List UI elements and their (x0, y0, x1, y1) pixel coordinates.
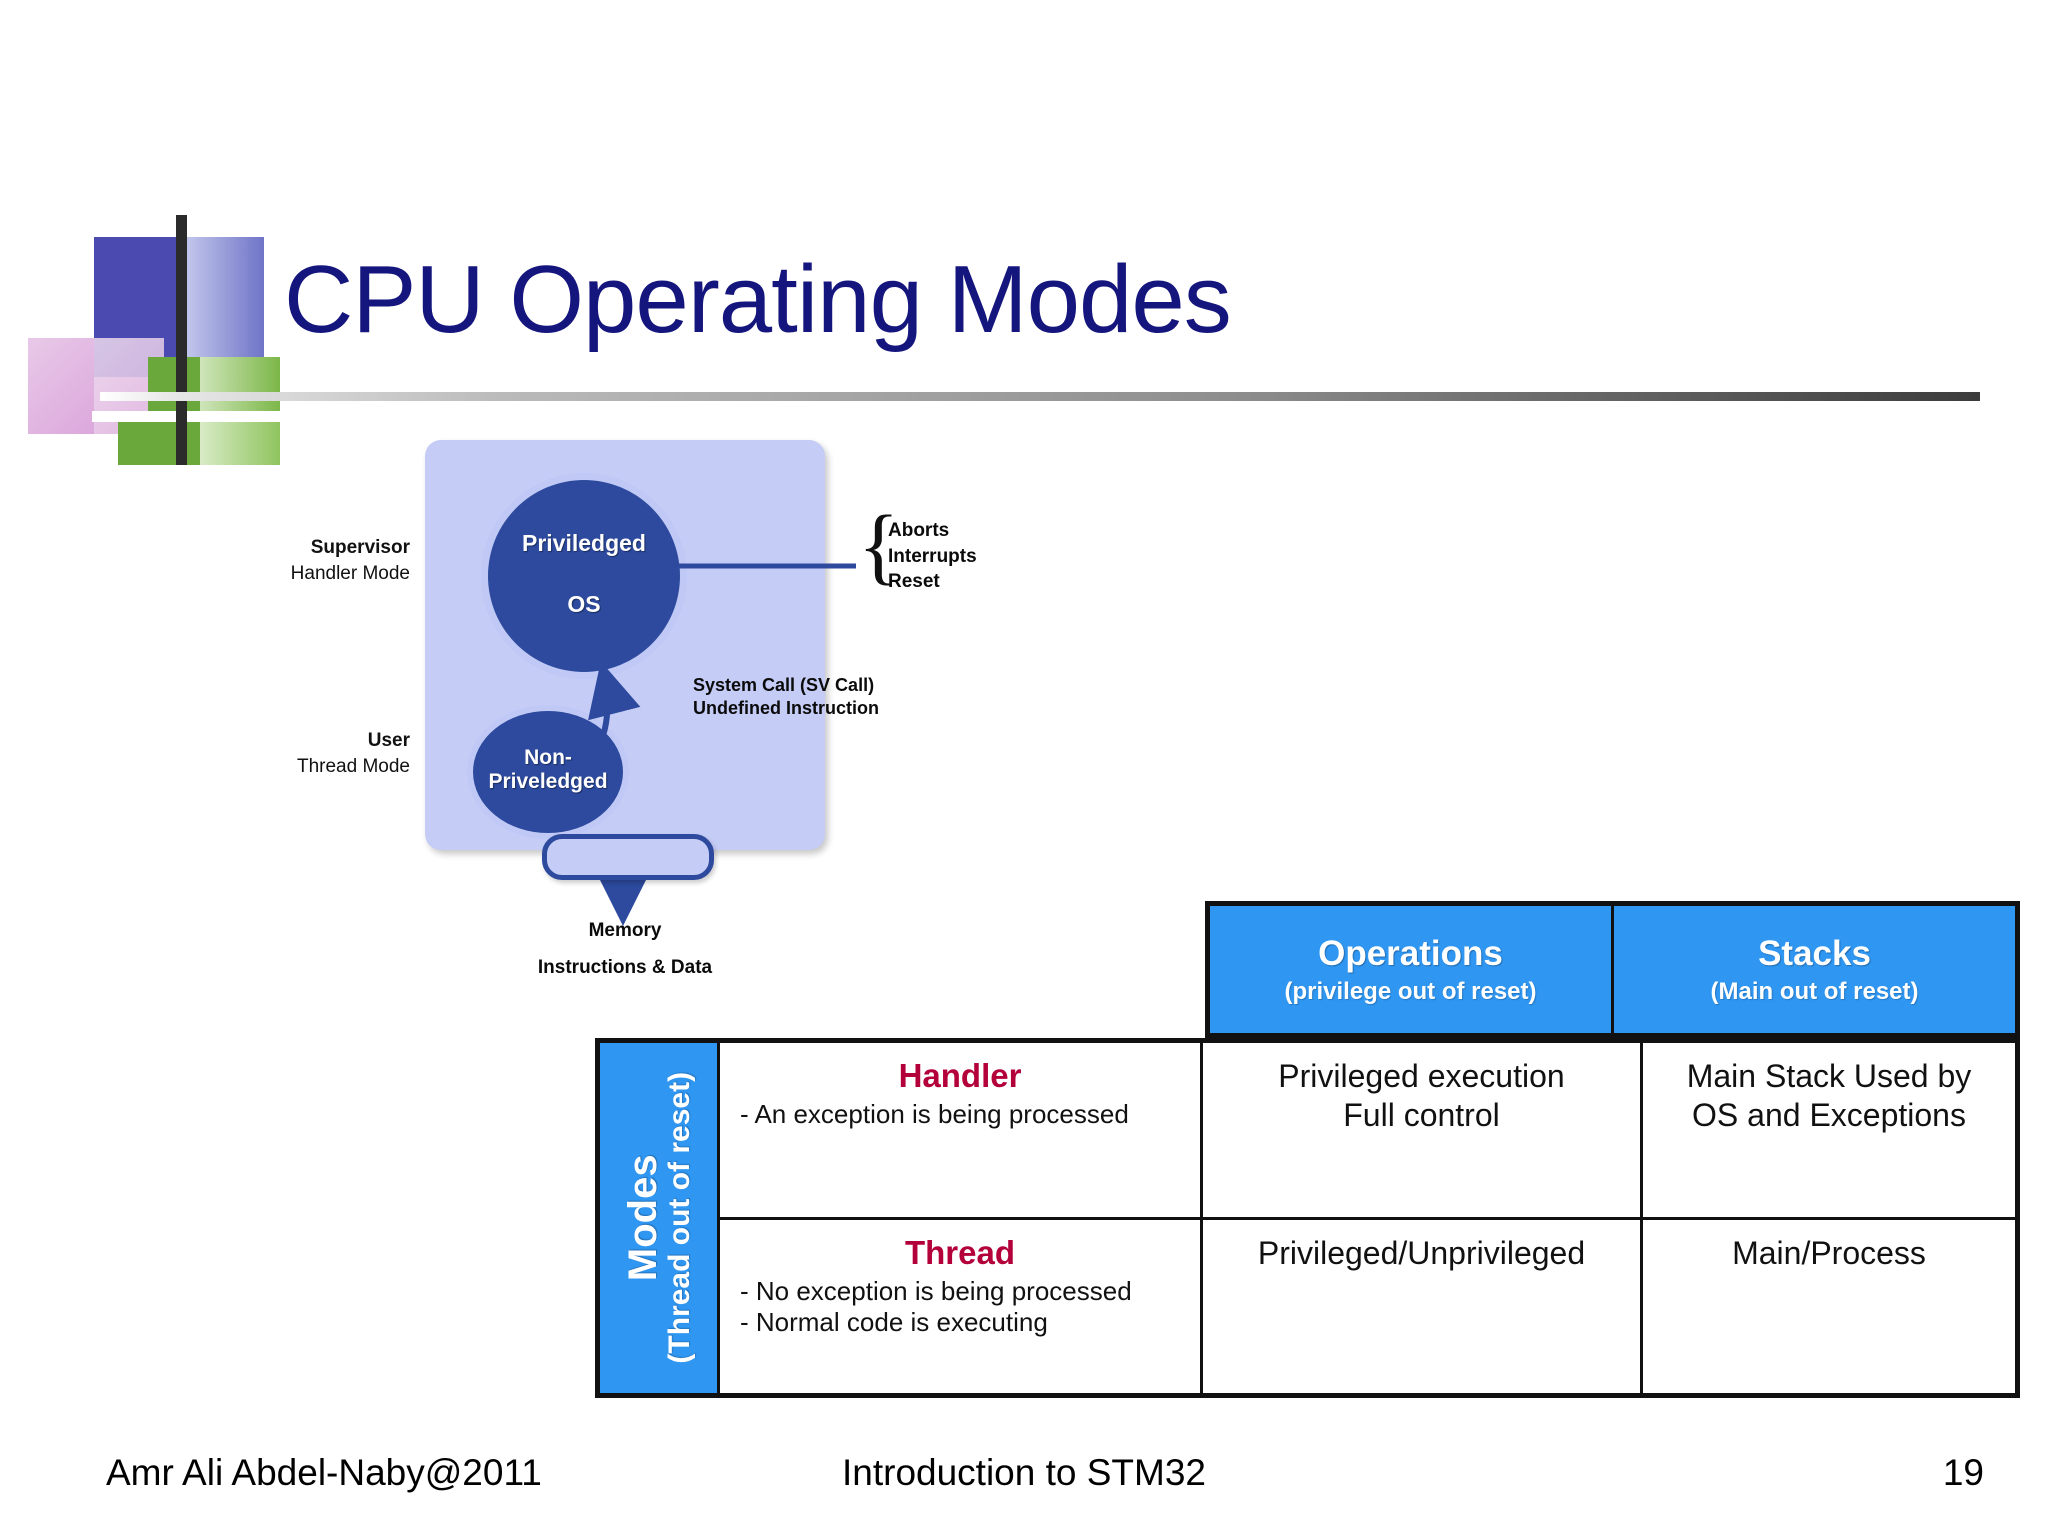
nonprivileged-label-line1: Non- (524, 746, 572, 769)
logo-green-square-lower (118, 421, 200, 465)
system-call-annotation: System Call (SV Call) Undefined Instruct… (693, 674, 879, 721)
mode-name-handler: Handler (898, 1057, 1022, 1094)
exceptions-list: Aborts Interrupts Reset (888, 518, 977, 595)
system-call-line2: Undefined Instruction (693, 698, 879, 719)
cell-mode-thread: Thread - No exception is being processed… (720, 1220, 1200, 1394)
logo-blue-gradient (180, 237, 264, 377)
logo-green-gradient-lower (200, 421, 280, 465)
page-title: CPU Operating Modes (284, 246, 1232, 353)
system-call-line1: System Call (SV Call) (693, 675, 875, 695)
logo-vertical-bar (176, 215, 187, 465)
modes-label-main: Modes (620, 1154, 665, 1282)
header-operations-title: Operations (1318, 933, 1503, 973)
table-header-operations: Operations (privilege out of reset) (1210, 906, 1611, 1033)
footer-deck-title: Introduction to STM32 (841, 1452, 1207, 1493)
operations-text-thread: Privileged/Unprivileged (1257, 1234, 1586, 1271)
footer-author: Amr Ali Abdel-Naby@2011 (106, 1452, 542, 1493)
user-label-line1: User (367, 730, 410, 751)
memory-bus-pill (542, 834, 714, 880)
os-label: OS (567, 591, 601, 617)
exceptions-brace-icon: { (858, 497, 900, 593)
cpu-modes-diagram: Priviledged OS Non- Priveledged System C… (291, 430, 1000, 1000)
table-row: Thread - No exception is being processed… (720, 1216, 2015, 1394)
cell-operations-thread: Privileged/Unprivileged (1200, 1219, 1640, 1393)
supervisor-label-line1: Supervisor (310, 537, 410, 558)
processor-mode-box: Priviledged OS Non- Priveledged System C… (425, 440, 879, 850)
exception-aborts: Aborts (888, 520, 950, 541)
logo-green-square-upper (148, 357, 200, 421)
nonprivileged-circle: Non- Priveledged (473, 711, 623, 833)
user-mode-label: User Thread Mode (215, 728, 410, 779)
memory-sublabel: Instructions & Data (537, 957, 713, 978)
footer-page-number: 19 (1942, 1452, 1984, 1493)
system-call-arrow (569, 661, 641, 768)
table-rows: Handler - An exception is being processe… (720, 1043, 2015, 1393)
table-header-stacks: Stacks (Main out of reset) (1611, 906, 2015, 1033)
logo-green-gradient-upper (200, 357, 280, 421)
mode-name-thread: Thread (904, 1233, 1016, 1271)
modes-label-sub: (Thread out of reset) (662, 1072, 696, 1364)
slide-decorative-logo (28, 215, 292, 465)
table-header-row: Operations (privilege out of reset) Stac… (1205, 901, 2020, 1038)
table-modes-column-header: Modes (Thread out of reset) (600, 1043, 720, 1393)
memory-label: Memory (588, 920, 662, 941)
stacks-text-thread: Main/Process (1732, 1234, 1926, 1271)
diagram-arrows (569, 543, 856, 926)
supervisor-label-line2: Handler Mode (290, 562, 410, 584)
exception-reset: Reset (888, 571, 940, 593)
modes-rotated-label: Modes (Thread out of reset) (620, 1072, 696, 1364)
user-label-line2: Thread Mode (296, 755, 410, 777)
nonprivileged-label-line2: Priveledged (488, 770, 608, 794)
exception-interrupts: Interrupts (888, 545, 977, 567)
mode-bullets-handler: - An exception is being processed (740, 1099, 1129, 1129)
logo-white-bar (92, 411, 292, 422)
table-row: Handler - An exception is being processe… (720, 1043, 2015, 1217)
header-operations-subtitle: (privilege out of reset) (1284, 977, 1537, 1005)
supervisor-mode-label: Supervisor Handler Mode (215, 535, 410, 586)
cell-stacks-thread: Main/Process (1640, 1219, 2015, 1393)
header-stacks-title: Stacks (1758, 933, 1871, 973)
mode-bullets-thread: - No exception is being processed- Norma… (740, 1275, 1132, 1338)
modes-table: Modes (Thread out of reset) Handler - An… (595, 1038, 2020, 1398)
header-stacks-subtitle: (Main out of reset) (1710, 977, 1919, 1005)
cell-mode-handler: Handler - An exception is being processe… (720, 1043, 1200, 1217)
title-divider-rule (100, 392, 1980, 401)
